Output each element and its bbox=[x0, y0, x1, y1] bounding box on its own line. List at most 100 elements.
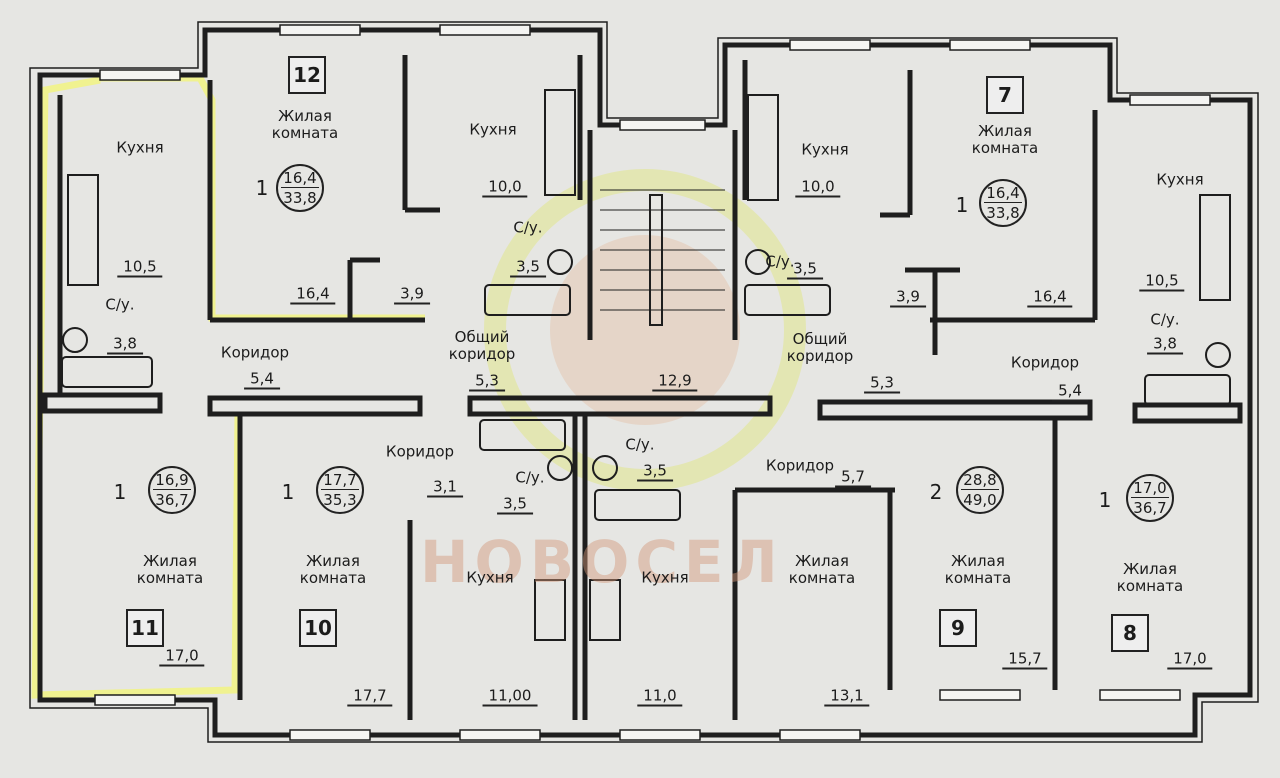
total-area: 33,8 bbox=[986, 204, 1020, 222]
apartment-number-12: 12 bbox=[288, 56, 326, 94]
area-living-10: 17,7 bbox=[347, 687, 393, 707]
room-label-corridor-8: Коридор bbox=[1010, 353, 1080, 372]
watermark-text: НОВОСЕЛ bbox=[420, 528, 784, 596]
living-word: Жилая bbox=[978, 122, 1032, 140]
stairs bbox=[600, 189, 725, 326]
room-label-kitchen-7: Кухня bbox=[801, 140, 849, 159]
room-count-9: 2 bbox=[929, 480, 943, 504]
room-label-bath-8: С/у. bbox=[1150, 310, 1180, 329]
room-word: комната bbox=[1116, 577, 1184, 595]
room-label-corridor-9: Коридор bbox=[765, 456, 835, 475]
corridor-word: коридор bbox=[448, 345, 516, 363]
area-bath-11: 3,8 bbox=[107, 335, 143, 355]
apartment-number-7: 7 bbox=[986, 76, 1024, 114]
area-corridor-11: 5,4 bbox=[244, 370, 280, 390]
area-kitchen-10: 11,00 bbox=[482, 687, 538, 707]
living-word: Жилая bbox=[306, 552, 360, 570]
room-word: комната bbox=[788, 569, 856, 587]
total-area: 35,3 bbox=[323, 491, 357, 509]
area-corridor-10: 3,1 bbox=[427, 478, 463, 498]
area-common-stair: 12,9 bbox=[652, 372, 698, 392]
area-badge-11: 16,9 36,7 bbox=[148, 466, 196, 514]
area-kitchen-9: 11,0 bbox=[637, 687, 683, 707]
room-count-12: 1 bbox=[255, 176, 269, 200]
total-area: 49,0 bbox=[963, 491, 997, 509]
room-count-11: 1 bbox=[113, 480, 127, 504]
windows bbox=[94, 24, 1211, 741]
area-living-7: 16,4 bbox=[1027, 288, 1073, 308]
apartment-number-9: 9 bbox=[939, 609, 977, 647]
area-living-9b: 15,7 bbox=[1002, 650, 1048, 670]
area-badge-9: 28,8 49,0 bbox=[956, 466, 1004, 514]
living-area: 28,8 bbox=[963, 471, 997, 489]
living-word: Жилая bbox=[795, 552, 849, 570]
area-living-12: 16,4 bbox=[290, 285, 336, 305]
room-count-8: 1 bbox=[1098, 488, 1112, 512]
total-area: 36,7 bbox=[155, 491, 189, 509]
room-label-kitchen-10: Кухня bbox=[466, 568, 514, 587]
area-bath-9: 3,5 bbox=[637, 462, 673, 482]
area-common-right: 5,3 bbox=[864, 374, 900, 394]
area-badge-10: 17,7 35,3 bbox=[316, 466, 364, 514]
living-word: Жилая bbox=[278, 107, 332, 125]
living-word: Жилая bbox=[951, 552, 1005, 570]
area-kitchen-8: 10,5 bbox=[1139, 272, 1185, 292]
highlight-apartment-11 bbox=[31, 76, 242, 699]
room-word: комната bbox=[299, 569, 367, 587]
common-word: Общий bbox=[792, 330, 848, 348]
area-badge-12: 16,4 33,8 bbox=[276, 164, 324, 212]
room-label-kitchen-12: Кухня bbox=[469, 120, 517, 139]
area-living-8: 17,0 bbox=[1167, 650, 1213, 670]
room-label-bath-10: С/у. bbox=[515, 468, 545, 487]
living-area: 16,9 bbox=[155, 471, 189, 489]
apartment-number-10: 10 bbox=[299, 609, 337, 647]
area-common-left: 5,3 bbox=[469, 372, 505, 392]
common-word: Общий bbox=[454, 328, 510, 346]
area-corridor-9: 5,7 bbox=[835, 468, 871, 488]
room-label-kitchen-8: Кухня bbox=[1156, 170, 1204, 189]
total-area: 36,7 bbox=[1133, 499, 1167, 517]
room-label-bath-11: С/у. bbox=[105, 295, 135, 314]
corridor-word: коридор bbox=[786, 347, 854, 365]
living-area: 17,0 bbox=[1133, 479, 1167, 497]
area-living-11: 17,0 bbox=[159, 647, 205, 667]
apartment-number-11: 11 bbox=[126, 609, 164, 647]
logo-watermark-inner bbox=[550, 235, 740, 425]
room-label-bath-9: С/у. bbox=[625, 435, 655, 454]
room-label-bath-7: С/у. bbox=[765, 252, 795, 271]
living-word: Жилая bbox=[143, 552, 197, 570]
living-word: Жилая bbox=[1123, 560, 1177, 578]
room-label-kitchen-11: Кухня bbox=[116, 138, 164, 157]
area-kitchen-11: 10,5 bbox=[117, 258, 163, 278]
living-area: 17,7 bbox=[323, 471, 357, 489]
area-corridor-7: 3,9 bbox=[890, 288, 926, 308]
area-bath-12: 3,5 bbox=[510, 258, 546, 278]
area-corridor-12: 3,9 bbox=[394, 285, 430, 305]
area-bath-8: 3,8 bbox=[1147, 335, 1183, 355]
room-count-10: 1 bbox=[281, 480, 295, 504]
total-area: 33,8 bbox=[283, 189, 317, 207]
area-badge-8: 17,0 36,7 bbox=[1126, 474, 1174, 522]
room-word: комната bbox=[971, 139, 1039, 157]
room-count-7: 1 bbox=[955, 193, 969, 217]
room-label-corridor-11: Коридор bbox=[220, 343, 290, 362]
apartment-number-8: 8 bbox=[1111, 614, 1149, 652]
interior-walls bbox=[42, 55, 1243, 720]
living-area: 16,4 bbox=[283, 169, 317, 187]
area-bath-7: 3,5 bbox=[787, 260, 823, 280]
area-corridor-8: 5,4 bbox=[1052, 382, 1088, 402]
area-kitchen-7: 10,0 bbox=[795, 178, 841, 198]
room-label-kitchen-9: Кухня bbox=[641, 568, 689, 587]
room-word: комната bbox=[136, 569, 204, 587]
area-bath-10: 3,5 bbox=[497, 495, 533, 515]
room-label-corridor-10: Коридор bbox=[385, 442, 455, 461]
